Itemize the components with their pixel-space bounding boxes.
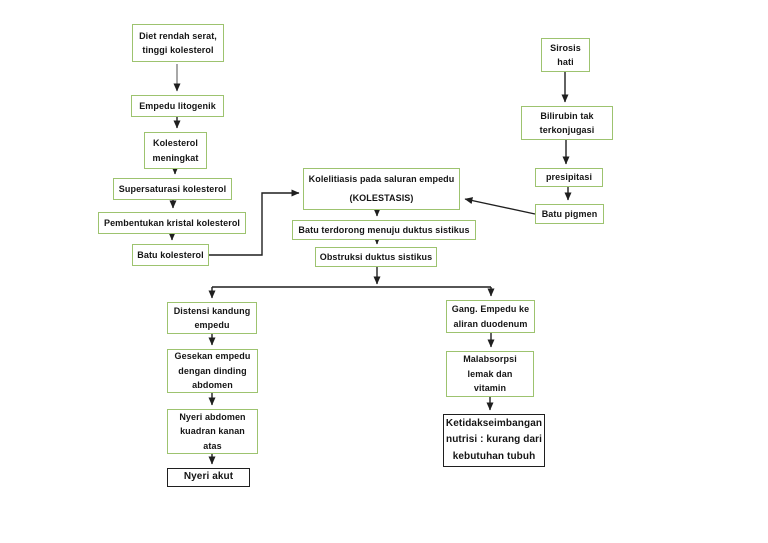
node-ketidakseimbangan-nutrisi: Ketidakseimbangan nutrisi : kurang dari … (443, 414, 545, 467)
node-label: Distensi kandung (173, 305, 251, 316)
node-diet-rendah-serat: Diet rendah serat, tinggi kolesterol (132, 24, 224, 62)
node-label: presipitasi (545, 172, 593, 183)
node-label: Sirosis (550, 42, 581, 53)
edge-batukolesterol-kolelitiasis (209, 189, 300, 256)
node-label: hati (557, 57, 574, 67)
node-supersaturasi-kolesterol: Supersaturasi kolesterol (113, 178, 232, 200)
node-batu-kolesterol: Batu kolesterol (132, 244, 209, 266)
node-label: kuadran kanan (180, 426, 245, 437)
node-nyeri-akut: Nyeri akut (167, 468, 250, 487)
node-label: Kolelitiasis pada saluran empedu (308, 174, 455, 184)
node-presipitasi: presipitasi (535, 168, 603, 187)
node-label: nutrisi : kurang dari (445, 434, 542, 446)
node-label: Nyeri abdomen (179, 411, 246, 422)
node-label: empedu (194, 320, 230, 330)
node-label: tinggi kolesterol (142, 45, 214, 55)
node-bilirubin-tak-terkonjugasi: Bilirubin tak terkonjugasi (521, 106, 613, 140)
node-label: Ketidakseimbangan (445, 417, 543, 429)
node-label: Nyeri akut (183, 471, 234, 483)
node-label: kebutuhan tubuh (452, 450, 536, 462)
node-label: abdomen (192, 380, 233, 391)
node-label: Supersaturasi kolesterol (118, 183, 227, 194)
node-label: Batu kolesterol (137, 249, 204, 260)
node-batu-pigmen: Batu pigmen (535, 204, 604, 224)
node-nyeri-abdomen: Nyeri abdomen kuadran kanan atas (167, 409, 258, 454)
node-obstruksi-duktus: Obstruksi duktus sistikus (315, 247, 437, 267)
node-label: aliran duodenum (453, 318, 528, 329)
node-pembentukan-kristal: Pembentukan kristal kolesterol (98, 212, 246, 234)
node-malabsorpsi: Malabsorpsi lemak dan vitamin (446, 351, 534, 397)
node-label: Batu pigmen (541, 208, 598, 219)
node-gesekan-empedu: Gesekan empedu dengan dinding abdomen (167, 349, 258, 393)
node-label: Gang. Empedu ke (451, 304, 530, 314)
node-label: Pembentukan kristal kolesterol (103, 217, 241, 228)
node-empedu-litogenik: Empedu litogenik (131, 95, 224, 117)
node-label: Bilirubin tak (540, 110, 594, 121)
node-kolelitiasis: Kolelitiasis pada saluran empedu (KOLEST… (303, 168, 460, 210)
node-label: atas (203, 440, 222, 451)
node-gang-empedu-duodenum: Gang. Empedu ke aliran duodenum (446, 300, 535, 333)
edge-batupigmen-kolelitiasis (464, 197, 536, 215)
node-kolesterol-meningkat: Kolesterol meningkat (144, 132, 207, 169)
node-label: meningkat (152, 152, 199, 163)
node-label: vitamin (473, 383, 507, 394)
node-label: Malabsorpsi (463, 354, 517, 365)
node-label: Empedu litogenik (139, 100, 216, 111)
node-label: Batu terdorong menuju duktus sistikus (298, 224, 470, 235)
node-distensi-kandung-empedu: Distensi kandung empedu (167, 302, 257, 334)
node-label: terkonjugasi (539, 125, 595, 135)
node-label: Obstruksi duktus sistikus (319, 251, 433, 262)
node-label: (KOLESTASIS) (349, 193, 414, 203)
node-label: Gesekan empedu (174, 351, 251, 362)
node-label: Kolesterol (152, 138, 198, 148)
node-label: dengan dinding (178, 365, 247, 376)
node-label: Diet rendah serat, (139, 30, 217, 41)
node-label: lemak dan (467, 368, 513, 379)
node-batu-terdorong: Batu terdorong menuju duktus sistikus (292, 220, 476, 240)
node-sirosis-hati: Sirosis hati (541, 38, 590, 72)
